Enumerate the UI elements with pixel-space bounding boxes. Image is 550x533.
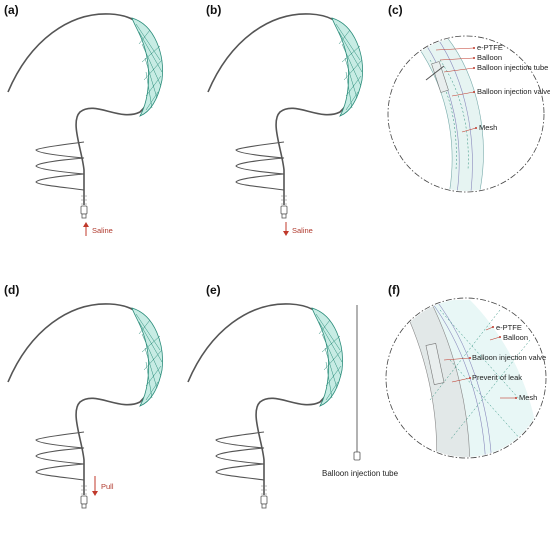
panel-label-e: (e)	[206, 283, 221, 297]
saline-arrow-down-b	[283, 222, 289, 236]
panel-label-f: (f)	[388, 283, 400, 297]
panel-label-b: (b)	[206, 3, 221, 17]
panel-label-d: (d)	[4, 283, 19, 297]
annotation-f-mesh: Mesh	[519, 393, 537, 402]
device-a	[7, 13, 164, 219]
saline-label-a: Saline	[92, 226, 113, 235]
panel-label-c: (c)	[388, 3, 403, 17]
device-d	[7, 303, 164, 509]
balloon-injection-tube-e	[353, 305, 361, 461]
saline-arrow-up-a	[83, 222, 89, 236]
detail-circle-c	[387, 35, 545, 193]
annotation-c-injection-valve: Balloon injection valve	[477, 87, 550, 96]
device-b	[207, 13, 364, 219]
annotation-c-eptfe: e-PTFE	[477, 43, 503, 52]
device-e	[187, 303, 344, 509]
pull-label-d: Pull	[101, 482, 114, 491]
annotation-f-injection-valve: Balloon injection valve	[472, 353, 546, 362]
annotation-c-balloon: Balloon	[477, 53, 502, 62]
annotation-f-prevent-leak: Preverit of leak	[472, 373, 522, 382]
detail-circle-f	[385, 297, 547, 459]
pull-arrow-d	[92, 476, 98, 496]
panel-label-a: (a)	[4, 3, 19, 17]
tube-label-e: Balloon injection tube	[322, 469, 399, 478]
annotation-c-mesh: Mesh	[479, 123, 497, 132]
annotation-c-injection-tube: Balloon injection tube	[477, 63, 548, 72]
annotation-f-balloon: Balloon	[503, 333, 528, 342]
saline-label-b: Saline	[292, 226, 313, 235]
annotation-f-eptfe: e-PTFE	[496, 323, 522, 332]
